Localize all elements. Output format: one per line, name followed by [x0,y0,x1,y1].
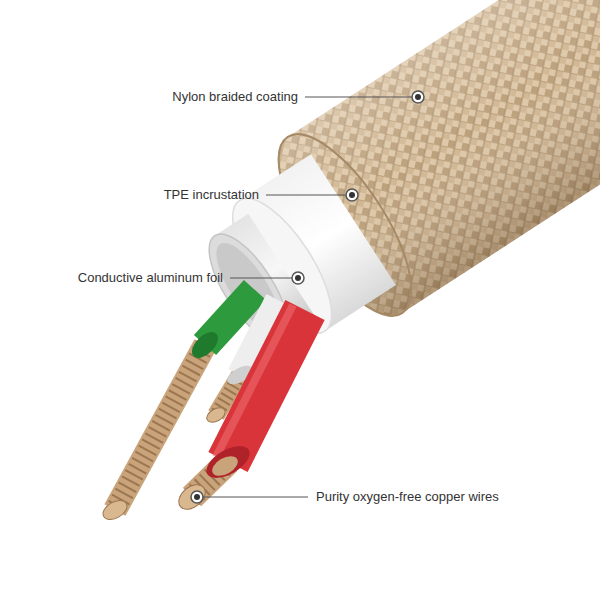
part-label: Purity oxygen-free copper wires [316,489,499,505]
part-label: Conductive aluminum foil [78,270,223,286]
part-label: Nylon braided coating [172,89,298,105]
part-label: TPE incrustation [164,187,259,203]
